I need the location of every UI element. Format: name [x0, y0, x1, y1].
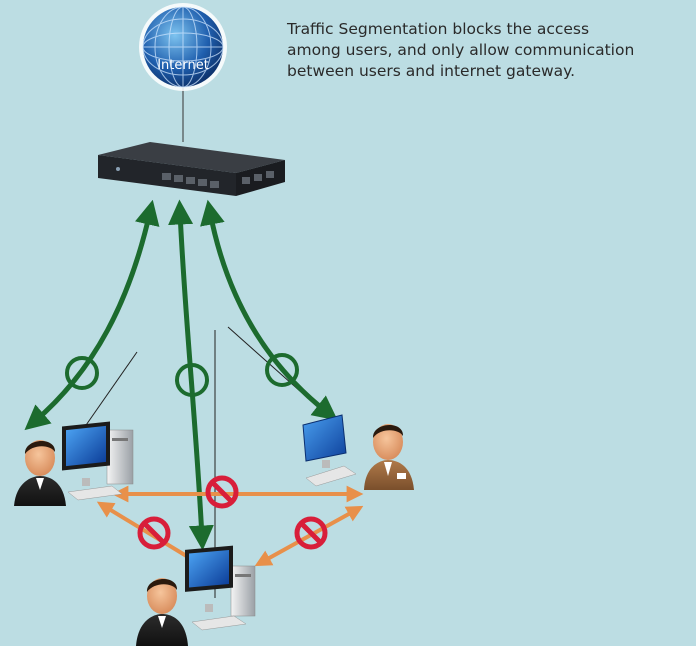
allowed-circle-icon	[265, 353, 299, 387]
caption-line-3: between users and internet gateway.	[287, 62, 576, 80]
user-icon	[14, 440, 66, 506]
allowed-arrow-center	[168, 199, 214, 551]
blocked-prohibition-icon	[294, 516, 328, 550]
allowed-circle-icon	[175, 363, 209, 397]
allowed-arrow-right	[200, 199, 338, 421]
gateway-router-icon	[98, 142, 285, 196]
blocked-prohibition-icon	[205, 475, 239, 509]
internet-label: Internet	[157, 58, 209, 73]
allowed-arrow-left	[24, 199, 160, 431]
globe-icon: Internet	[139, 3, 227, 91]
caption-line-1: Traffic Segmentation blocks the access	[287, 20, 590, 38]
computer-icon	[185, 545, 256, 631]
blocked-arrow-right	[254, 505, 364, 567]
user-icon	[364, 424, 414, 490]
user-icon	[136, 578, 188, 646]
monitor-icon	[302, 414, 357, 487]
caption-line-2: among users, and only allow communicatio…	[287, 41, 635, 59]
computer-icon	[62, 421, 134, 501]
blocked-prohibition-icon	[137, 516, 171, 550]
caption: Traffic Segmentation blocks the access a…	[287, 19, 687, 82]
allowed-circle-icon	[65, 356, 99, 390]
blocked-arrow-left	[96, 501, 206, 568]
